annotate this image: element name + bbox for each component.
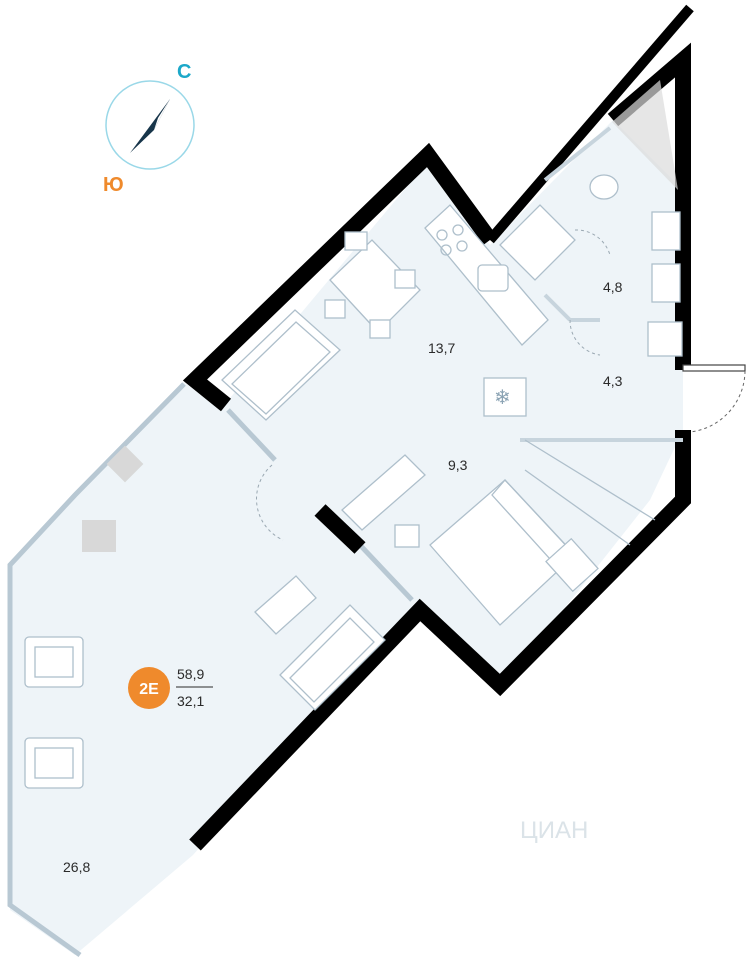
wardrobe: ❄ (483, 377, 656, 546)
snowflake-icon: ❄ (494, 385, 511, 409)
total-area: 58,9 (177, 666, 204, 682)
entrance-door[interactable] (682, 364, 746, 433)
living-furniture (24, 445, 386, 789)
partitions (520, 126, 683, 442)
interior-doors[interactable] (256, 229, 611, 541)
compass-north: С (177, 61, 191, 83)
walls (182, 4, 694, 851)
compass: С Ю (103, 61, 195, 196)
compass-ring (105, 80, 195, 170)
apartment-badge: 2E 58,9 32,1 (128, 666, 213, 709)
hall-area-label: 4,3 (603, 373, 623, 389)
bedroom-area-label: 9,3 (448, 457, 468, 473)
living-room-area-label: 26,8 (63, 859, 90, 875)
compass-needle-icon (130, 99, 170, 153)
type-badge-label: 2E (139, 681, 159, 698)
kitchen-sofa (221, 309, 341, 421)
living-area: 32,1 (177, 693, 204, 709)
shaft-hatch (612, 80, 678, 190)
bed (429, 479, 599, 626)
bathroom-fixtures (499, 174, 683, 357)
bathroom-area-label: 4,8 (603, 279, 623, 295)
watermark: ЦИАН (520, 817, 588, 844)
kitchen-counter (424, 204, 549, 346)
compass-south: Ю (103, 174, 124, 196)
type-badge-circle (128, 667, 170, 709)
window-frames (7, 382, 414, 958)
dining-set (324, 231, 421, 339)
kitchen-area-label: 13,7 (428, 340, 455, 356)
desk (341, 454, 426, 548)
